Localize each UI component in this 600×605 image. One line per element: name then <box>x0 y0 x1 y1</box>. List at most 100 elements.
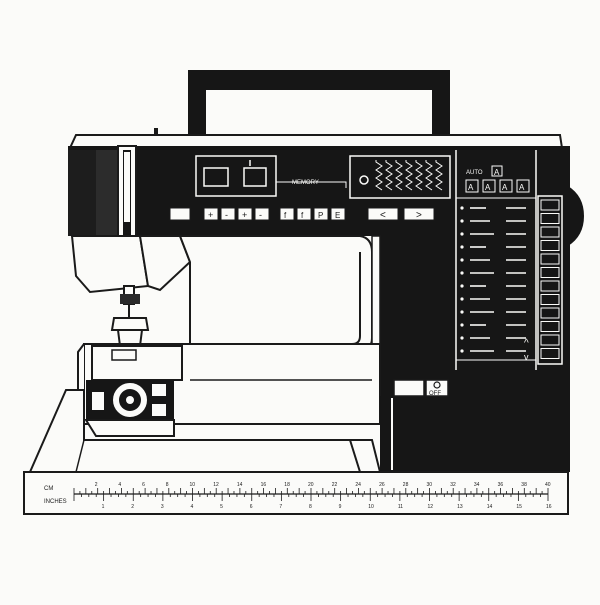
machine-head <box>68 150 96 236</box>
auto-mode-key[interactable] <box>516 179 530 193</box>
ruler-cm-number: 18 <box>284 482 290 488</box>
needle-assembly <box>110 285 150 347</box>
stitch-pattern-icon <box>425 160 433 191</box>
head-lower <box>70 235 150 294</box>
auto-key[interactable] <box>491 165 503 177</box>
ruler-inch-number: 15 <box>516 504 522 510</box>
arrow-right-button[interactable] <box>403 207 435 221</box>
ruler-inch-number: 14 <box>487 504 493 510</box>
memory-key-label: P <box>318 211 323 220</box>
ruler-inch-number: 2 <box>131 504 134 510</box>
auto-mode-label: A <box>519 183 525 192</box>
side-function-key[interactable] <box>540 348 560 359</box>
arrow-left-button[interactable] <box>367 207 399 221</box>
memory-key-label: E <box>335 211 340 220</box>
indicator-light <box>460 323 464 327</box>
spool-pin <box>154 128 158 136</box>
auto-label: AUTO <box>466 170 483 176</box>
ruler-inch-number: 10 <box>368 504 374 510</box>
auto-mode-key[interactable] <box>499 179 513 193</box>
ruler-inch-number: 8 <box>309 504 312 510</box>
ruler-cm-label: CM <box>44 486 53 492</box>
function-key-label: - <box>225 210 228 220</box>
function-key-button[interactable] <box>237 207 253 221</box>
indicator-light <box>460 297 464 301</box>
bobbin-area <box>86 380 174 420</box>
ruler-cm-number: 34 <box>474 482 480 488</box>
indicator-light <box>460 336 464 340</box>
ruler-cm-number: 2 <box>95 482 98 488</box>
arm-opening <box>178 235 373 353</box>
side-function-key[interactable] <box>540 294 560 305</box>
ruler-cm-number: 4 <box>118 482 121 488</box>
auto-mode-key[interactable] <box>482 179 496 193</box>
memory-key-button[interactable] <box>279 207 295 221</box>
carry-handle <box>188 70 450 140</box>
ruler-inch-number: 9 <box>339 504 342 510</box>
side-function-key[interactable] <box>540 280 560 292</box>
ruler-inch-number: 7 <box>279 504 282 510</box>
auto-mode-label: A <box>485 183 491 192</box>
side-function-key[interactable] <box>540 226 560 238</box>
arrow-right-label: > <box>416 210 422 221</box>
auto-mode-key[interactable] <box>465 179 479 193</box>
memory-key-label: f <box>301 211 304 220</box>
ruler-cm-number: 14 <box>237 482 243 488</box>
side-function-key[interactable] <box>540 199 560 211</box>
ruler-cm-number: 32 <box>450 482 456 488</box>
side-function-key[interactable] <box>540 334 560 346</box>
side-function-key[interactable] <box>540 267 560 278</box>
ruler-inch-number: 11 <box>398 504 403 510</box>
function-key-label: + <box>208 210 213 220</box>
side-function-key[interactable] <box>540 253 560 265</box>
auto-key-label: A <box>494 168 500 177</box>
memory-key-label: f <box>284 211 287 220</box>
function-key-button[interactable] <box>254 207 270 221</box>
function-key-button[interactable] <box>203 207 219 221</box>
indicator-light <box>460 310 464 314</box>
memory-label: MEMORY <box>292 180 319 186</box>
function-key-label: - <box>259 210 262 220</box>
needle-plate <box>91 345 183 381</box>
stitch-pattern-display <box>349 155 451 199</box>
ruler-cm-number: 6 <box>142 482 145 488</box>
ruler-cm-number: 30 <box>427 482 433 488</box>
function-key-button[interactable] <box>220 207 236 221</box>
needle-up-down-button[interactable] <box>169 207 191 221</box>
scroll-up-arrow[interactable]: ^ <box>524 338 529 349</box>
memory-key-button[interactable] <box>330 207 346 221</box>
memory-key-button[interactable] <box>313 207 329 221</box>
ruler-inch-label: INCHES <box>44 499 67 505</box>
function-key-label: + <box>242 210 247 220</box>
stitch-pattern-icon <box>385 160 393 191</box>
auto-mode-label: A <box>502 183 508 192</box>
ruler-cm-number: 40 <box>545 482 551 488</box>
ruler-inch-number: 3 <box>161 504 164 510</box>
indicator-light <box>460 245 464 249</box>
ruler-cm-number: 22 <box>332 482 338 488</box>
stitch-pattern-icon <box>415 160 423 191</box>
ruler-inch-number: 12 <box>428 504 434 510</box>
handwheel <box>568 186 584 246</box>
ruler-inch-number: 13 <box>457 504 463 510</box>
ruler-cm-number: 12 <box>213 482 219 488</box>
side-function-key[interactable] <box>540 307 560 319</box>
scroll-down-arrow[interactable]: v <box>524 352 529 362</box>
indicator-light <box>460 349 464 353</box>
arrow-left-label: < <box>380 210 386 221</box>
control-panel: MEMORY + - + - f f P E < > <box>169 155 451 221</box>
power-switch[interactable]: OFF <box>393 379 449 397</box>
ruler-cm-number: 38 <box>521 482 527 488</box>
ruler-inch-number: 4 <box>191 504 194 510</box>
ruler-cm-number: 16 <box>261 482 267 488</box>
memory-key-button[interactable] <box>296 207 312 221</box>
side-function-key[interactable] <box>540 240 560 251</box>
side-function-key[interactable] <box>540 321 560 332</box>
indicator-light <box>460 271 464 275</box>
stitch-pattern-icon <box>405 160 413 191</box>
side-function-key[interactable] <box>540 213 560 224</box>
